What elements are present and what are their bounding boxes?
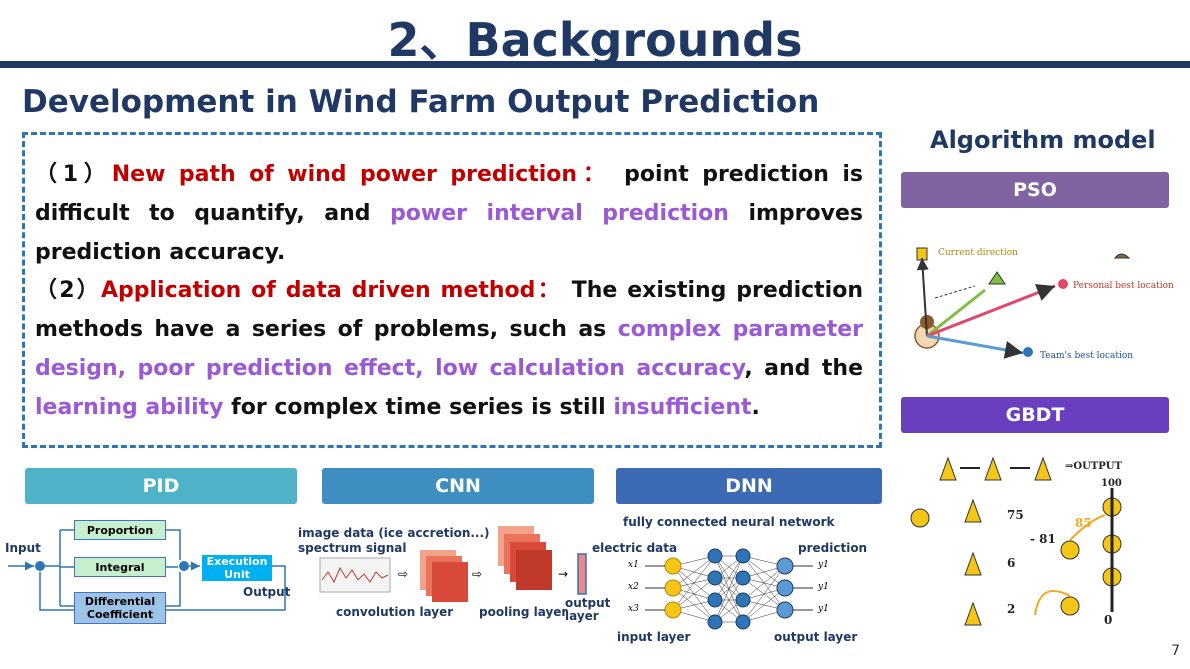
para2-text-end: . xyxy=(751,395,760,420)
para1-text-end: improves prediction accuracy. xyxy=(35,201,863,265)
pso-bar: PSO xyxy=(901,172,1169,208)
dnn-x2: x2 xyxy=(628,582,639,592)
cnn-diagram: ⇨ ⇨ → xyxy=(319,526,587,602)
gbdt-top-value: 100 xyxy=(1101,478,1122,489)
pid-proportion-box: Proportion xyxy=(74,520,166,540)
para2-text: The existing prediction methods have a s… xyxy=(35,278,863,342)
svg-text:→: → xyxy=(558,567,568,581)
gbdt-bottom-value: 0 xyxy=(1104,613,1113,627)
para2-emphasis-1: complex parameter design, poor predictio… xyxy=(35,317,863,381)
gbdt-diagram xyxy=(910,456,1122,626)
pid-differential-box: Differential Coefficient xyxy=(74,592,166,624)
para1-emphasis: power interval prediction xyxy=(390,201,729,226)
para1-text: point prediction is difficult to quantif… xyxy=(35,162,863,226)
gbdt-value-75: 75 xyxy=(1007,508,1024,522)
para1-highlight: New path of wind power prediction xyxy=(111,162,578,187)
para2-prefix: （2） xyxy=(35,278,101,303)
para2-text-3: for complex time series is still xyxy=(223,395,614,420)
dnn-bar: DNN xyxy=(616,468,882,504)
dnn-network xyxy=(645,548,813,630)
para1-prefix: （1） xyxy=(35,162,112,187)
svg-text:⇨: ⇨ xyxy=(398,567,408,581)
dnn-prediction-label: prediction xyxy=(798,541,868,555)
dnn-electric-label: electric data xyxy=(592,541,678,555)
pso-current-direction: Current direction xyxy=(938,248,1018,258)
dnn-input-layer-label: input layer xyxy=(617,630,691,644)
gbdt-bar: GBDT xyxy=(901,397,1169,433)
cnn-pooling-label: pooling layer xyxy=(479,605,568,619)
algorithm-title: Algorithm model xyxy=(930,126,1156,154)
cnn-convolution-label: convolution layer xyxy=(336,605,454,619)
dnn-y1: y1 xyxy=(818,560,829,570)
cnn-bar: CNN xyxy=(322,468,594,504)
dnn-y2: y1 xyxy=(818,582,829,592)
para2-emphasis-2: learning ability xyxy=(35,395,224,420)
paragraph-1: （1）New path of wind power prediction： po… xyxy=(35,155,863,272)
section-subtitle: Development in Wind Farm Output Predicti… xyxy=(22,84,820,120)
svg-text:⇨: ⇨ xyxy=(472,567,482,581)
pid-execution-box: Execution Unit xyxy=(202,555,272,581)
gbdt-output-label: ⇒OUTPUT xyxy=(1065,461,1122,472)
pid-integral-box: Integral xyxy=(74,557,166,577)
cnn-image-data-label: image data (ice accretion...) xyxy=(298,526,490,540)
dnn-x1: x1 xyxy=(628,560,639,570)
dnn-output-layer-label: output layer xyxy=(774,630,858,644)
gbdt-value-2: 2 xyxy=(1007,602,1016,616)
para1-colon: ： xyxy=(577,162,611,187)
pid-output-label: Output xyxy=(243,585,291,599)
page-number: 7 xyxy=(1171,643,1180,659)
pid-bar: PID xyxy=(25,468,297,504)
cnn-output-label: output layer xyxy=(565,596,611,623)
dnn-y3: y1 xyxy=(818,604,829,614)
pso-diagram xyxy=(914,247,1131,359)
pso-team-best: Team's best location xyxy=(1040,351,1134,361)
para2-colon: ： xyxy=(535,278,562,303)
para2-highlight: Application of data driven method xyxy=(100,278,536,303)
dnn-x3: x3 xyxy=(628,604,639,614)
text-frame xyxy=(22,132,882,448)
dnn-heading: fully connected neural network xyxy=(623,515,835,529)
pso-personal-best: Personal best location xyxy=(1073,281,1174,291)
gbdt-value-85: 85 xyxy=(1075,516,1092,530)
gbdt-value-81: - 81 xyxy=(1030,532,1056,546)
paragraph-2: （2）Application of data driven method： Th… xyxy=(35,271,863,427)
cnn-spectrum-label: spectrum signal xyxy=(298,541,407,555)
pid-diagram xyxy=(8,529,286,611)
para2-text-2: , and the xyxy=(744,356,863,381)
para2-emphasis-3: insufficient xyxy=(613,395,752,420)
pid-input-label: Input xyxy=(5,541,41,555)
title-underline xyxy=(0,61,1190,68)
page-title: 2、Backgrounds xyxy=(387,13,803,67)
gbdt-value-6: 6 xyxy=(1007,556,1016,570)
